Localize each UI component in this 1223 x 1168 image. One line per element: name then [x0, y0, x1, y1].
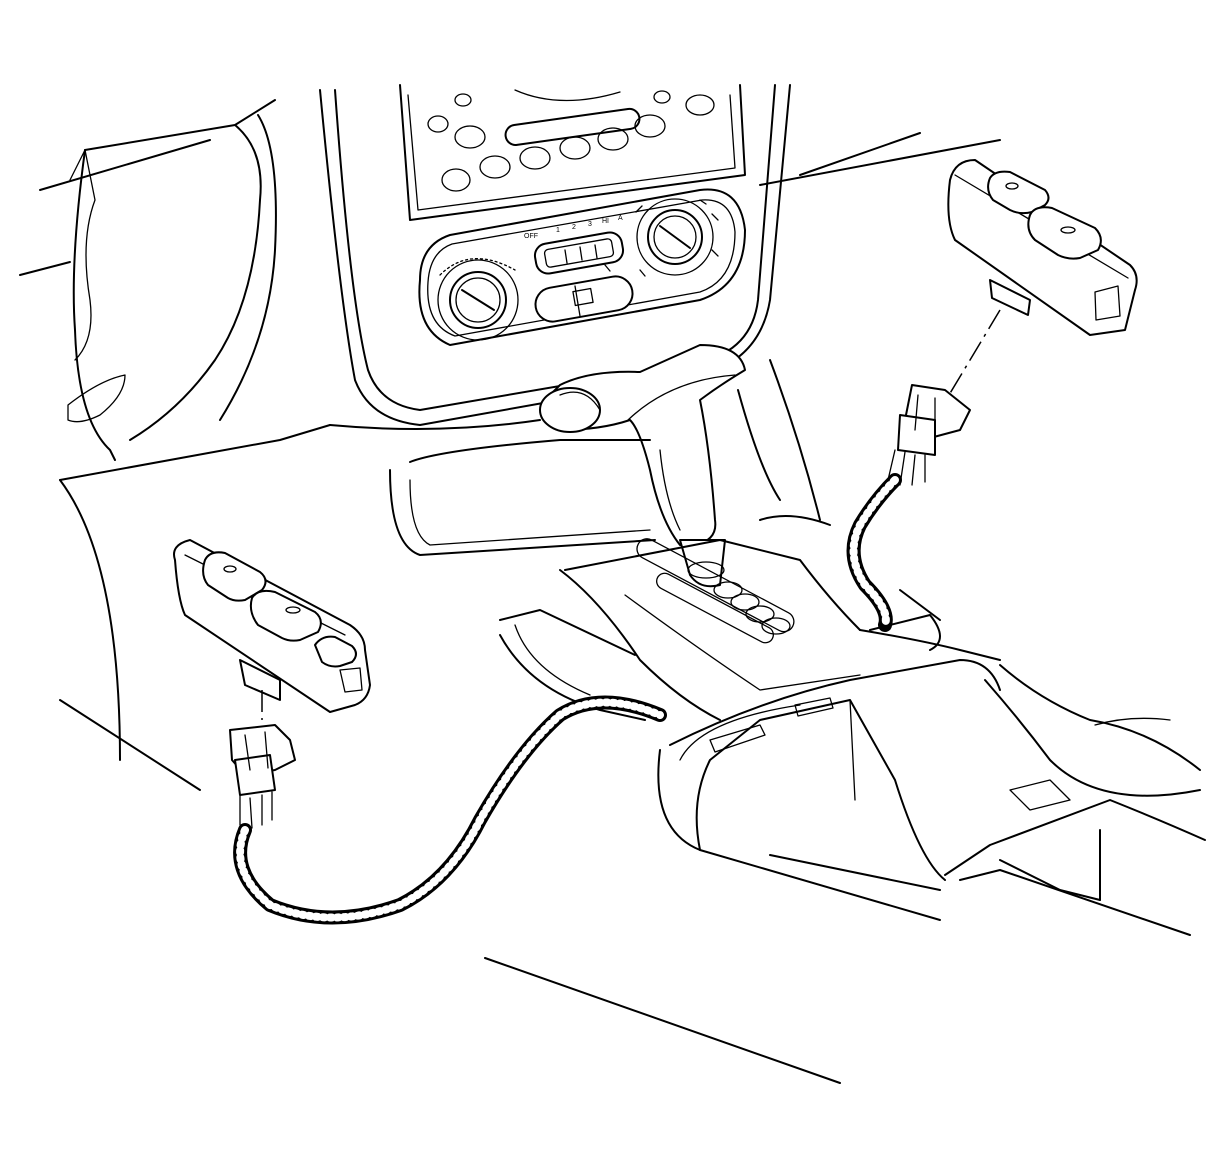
shifter: [539, 344, 746, 588]
hvac-control: OFF 1 2 3 HI A: [418, 188, 746, 346]
mode-slider: [533, 231, 625, 275]
connector-right: [887, 309, 1001, 486]
label-2: 2: [572, 224, 576, 231]
label-hi: HI: [602, 218, 609, 225]
label-1: 1: [556, 227, 560, 234]
harness-right: [846, 473, 902, 632]
label-a: A: [618, 215, 623, 222]
fan-knob: [437, 258, 519, 341]
radio: [399, 84, 746, 221]
left-door-trim: [19, 99, 331, 791]
temp-knob: [636, 198, 714, 276]
label-3: 3: [588, 221, 592, 228]
floor-lines: [484, 957, 841, 1084]
gate-slots: [713, 581, 791, 635]
radio-buttons: [427, 90, 715, 192]
harness-left: [233, 695, 667, 925]
connector-left: [229, 690, 296, 829]
center-console: [389, 439, 1206, 936]
label-off: OFF: [524, 233, 538, 240]
switch-left: [173, 539, 371, 713]
climate-labels: OFF 1 2 3 HI A: [524, 215, 623, 240]
switch-right: [947, 159, 1138, 336]
climate-buttons: [534, 275, 634, 323]
dash-panel: [319, 84, 1001, 521]
